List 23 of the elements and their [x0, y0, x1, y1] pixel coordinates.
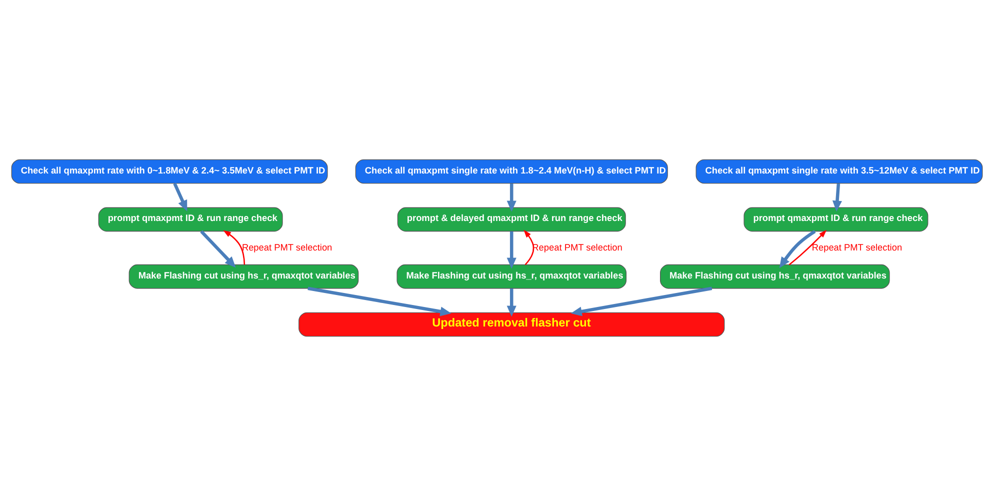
node-box: Check all qmaxpmt single rate with 3.5~12MeV & select PMT ID	[695, 158, 982, 184]
arrow	[788, 229, 826, 265]
node-box: prompt qmaxpmt ID & run range check	[98, 206, 282, 232]
node-box: Check all qmaxpmt rate with 0~1.8MeV & 2.4~ 3.5MeV & select PMT ID	[10, 158, 328, 184]
arrow	[506, 288, 516, 316]
node-box: prompt qmaxpmt ID & run range check	[743, 206, 928, 232]
arrow	[778, 229, 816, 268]
arrow	[832, 182, 842, 212]
arrow	[200, 230, 236, 268]
node-box: Make Flashing cut using hs_r, qmaxqtot variables	[396, 264, 626, 288]
node-box: Make Flashing cut using hs_r, qmaxqtot variables	[128, 264, 358, 288]
node-box: Updated removal flasher cut	[298, 312, 724, 336]
arrow	[506, 230, 516, 268]
arrow	[222, 230, 245, 264]
node-box: Check all qmaxpmt single rate with 1.8~2.4 MeV(n-H) & select PMT ID	[354, 158, 668, 184]
arrow	[570, 286, 712, 316]
arrow	[506, 182, 516, 212]
edge-label: Repeat PMT selection	[241, 242, 332, 252]
arrow	[307, 286, 451, 316]
node-box: Make Flashing cut using hs_r, qmaxqtot variables	[660, 264, 890, 288]
arrow	[172, 182, 187, 211]
node-box: prompt & delayed qmaxpmt ID & run range check	[396, 206, 626, 232]
edge-label: Repeat PMT selection	[811, 242, 902, 252]
